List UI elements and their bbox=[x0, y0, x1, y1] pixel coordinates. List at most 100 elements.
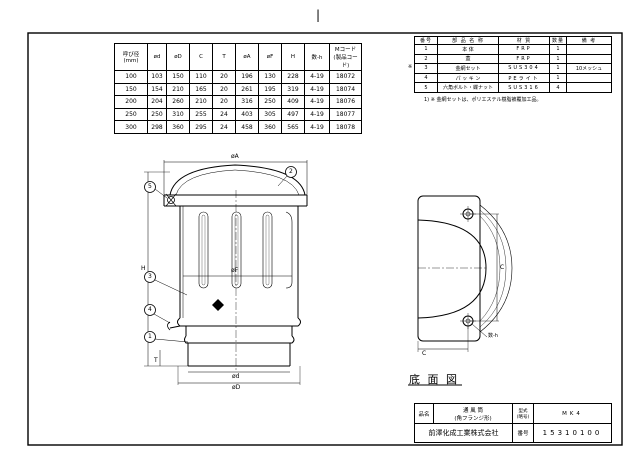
dimension-cell: 250 bbox=[114, 107, 148, 122]
dimension-cell: 210 bbox=[189, 95, 213, 109]
sheet-top-tick: | bbox=[316, 8, 321, 22]
parts-cell: 金網セット bbox=[437, 63, 499, 74]
balloon-3: 3 bbox=[148, 273, 152, 280]
dimension-cell: 260 bbox=[166, 95, 190, 109]
bottom-view-title: 底 面 図 bbox=[409, 373, 459, 386]
col-nominal-size: 呼び径 (mm) bbox=[114, 43, 148, 71]
title-name-label: 品名 bbox=[414, 403, 434, 424]
dimension-cell: 150 bbox=[166, 70, 190, 84]
dimension-cell: 18072 bbox=[329, 70, 362, 84]
dimension-cell: 18074 bbox=[329, 82, 362, 97]
title-model-value: MK4 bbox=[533, 403, 612, 424]
dimension-cell: 403 bbox=[235, 107, 259, 122]
dimension-cell: 200 bbox=[114, 95, 148, 109]
dimension-table-header: 呼び径 (mm) ød øD C T øA øF H 数-h Mコード (製品コ… bbox=[114, 43, 362, 71]
parts-table-header: 番号 部 品 名 称 材 質 数量 備 考 bbox=[414, 36, 612, 45]
parts-cell: 本 体 bbox=[437, 44, 499, 55]
title-block: 品名 通 風 筒 (角フランジ形) 型式 (略号) MK4 前澤化成工業株式会社… bbox=[414, 403, 612, 443]
col-part-no: 番号 bbox=[414, 36, 438, 45]
parts-cell: FRP bbox=[498, 44, 550, 55]
parts-cell: 1 bbox=[549, 72, 567, 84]
dimension-cell: 261 bbox=[235, 82, 259, 97]
dimension-cell: 18078 bbox=[329, 120, 362, 134]
parts-cell bbox=[566, 82, 612, 93]
col-m-code: Mコード (製品コード) bbox=[329, 43, 362, 71]
col-material: 材 質 bbox=[498, 36, 550, 45]
parts-cell: 六角ボルト・蝶ナット bbox=[437, 82, 499, 93]
sheet-border bbox=[27, 32, 623, 446]
dimension-cell: 154 bbox=[147, 82, 167, 97]
dimension-cell: 130 bbox=[258, 70, 282, 84]
dimension-cell: 20 bbox=[212, 95, 236, 109]
parts-cell: 1 bbox=[549, 44, 567, 55]
title-name-value: 通 風 筒 (角フランジ形) bbox=[433, 403, 513, 424]
parts-cell: 3 bbox=[414, 63, 438, 74]
parts-row-mark: ※ bbox=[408, 64, 413, 70]
bottom-view bbox=[417, 195, 513, 352]
dimension-cell: 100 bbox=[114, 70, 148, 84]
label-C-side: C bbox=[500, 264, 505, 271]
dimension-cell: 458 bbox=[235, 120, 259, 134]
label-holes: 数-h bbox=[488, 333, 498, 339]
dimension-cell: 305 bbox=[258, 107, 282, 122]
balloon-5: 5 bbox=[148, 183, 152, 190]
dimension-cell: 196 bbox=[235, 70, 259, 84]
dimension-cell: 20 bbox=[212, 82, 236, 97]
parts-cell: 蓋 bbox=[437, 53, 499, 65]
dimension-cell: 4-19 bbox=[304, 70, 330, 84]
col-H: H bbox=[281, 43, 305, 71]
dimension-cell: 18076 bbox=[329, 95, 362, 109]
parts-cell: FRP bbox=[498, 53, 550, 65]
parts-cell: 1 bbox=[549, 53, 567, 65]
dimension-cell: 300 bbox=[114, 120, 148, 134]
parts-cell: 2 bbox=[414, 53, 438, 65]
balloon-1: 1 bbox=[148, 333, 152, 340]
balloon-2: 2 bbox=[289, 168, 293, 175]
parts-cell: 1 bbox=[549, 63, 567, 74]
dimension-cell: 210 bbox=[166, 82, 190, 97]
title-number-label: 番号 bbox=[512, 423, 534, 443]
dimension-cell: 4-19 bbox=[304, 82, 330, 97]
parts-cell: SUS316 bbox=[498, 82, 550, 93]
parts-cell bbox=[566, 44, 612, 55]
parts-cell: 1 bbox=[414, 44, 438, 55]
dimension-cell: 255 bbox=[189, 107, 213, 122]
parts-cell: SUS304 bbox=[498, 63, 550, 74]
parts-cell: 10メッシュ bbox=[566, 63, 612, 74]
balloon-4: 4 bbox=[148, 306, 152, 313]
parts-cell: 4 bbox=[549, 82, 567, 93]
label-phiA: øA bbox=[231, 153, 239, 160]
title-model-label: 型式 (略号) bbox=[512, 403, 534, 424]
dimension-cell: 310 bbox=[166, 107, 190, 122]
dimension-cell: 360 bbox=[166, 120, 190, 134]
dimension-cell: 110 bbox=[189, 70, 213, 84]
dimension-cell: 4-19 bbox=[304, 120, 330, 134]
dimension-cell: 228 bbox=[281, 70, 305, 84]
dimension-cell: 4-19 bbox=[304, 107, 330, 122]
dimension-cell: 165 bbox=[189, 82, 213, 97]
dimension-cell: 204 bbox=[147, 95, 167, 109]
diamond-mark bbox=[212, 299, 224, 311]
dimension-cell: 409 bbox=[281, 95, 305, 109]
col-part-name: 部 品 名 称 bbox=[437, 36, 499, 45]
col-holes: 数-h bbox=[304, 43, 330, 71]
parts-cell: 4 bbox=[414, 72, 438, 84]
note-text: 1) ※ 金網セットは、ポリエステル樹脂被覆加工品。 bbox=[424, 97, 542, 103]
title-number-value: 15310100 bbox=[533, 423, 612, 443]
label-phid: ød bbox=[232, 373, 240, 380]
col-T: T bbox=[212, 43, 236, 71]
dimension-table: 呼び径 (mm) ød øD C T øA øF H 数-h Mコード (製品コ… bbox=[114, 43, 362, 134]
label-T: T bbox=[154, 357, 158, 364]
label-H: H bbox=[141, 265, 146, 272]
dimension-cell: 497 bbox=[281, 107, 305, 122]
col-C: C bbox=[189, 43, 213, 71]
dimension-cell: 250 bbox=[147, 107, 167, 122]
dimension-cell: 316 bbox=[235, 95, 259, 109]
